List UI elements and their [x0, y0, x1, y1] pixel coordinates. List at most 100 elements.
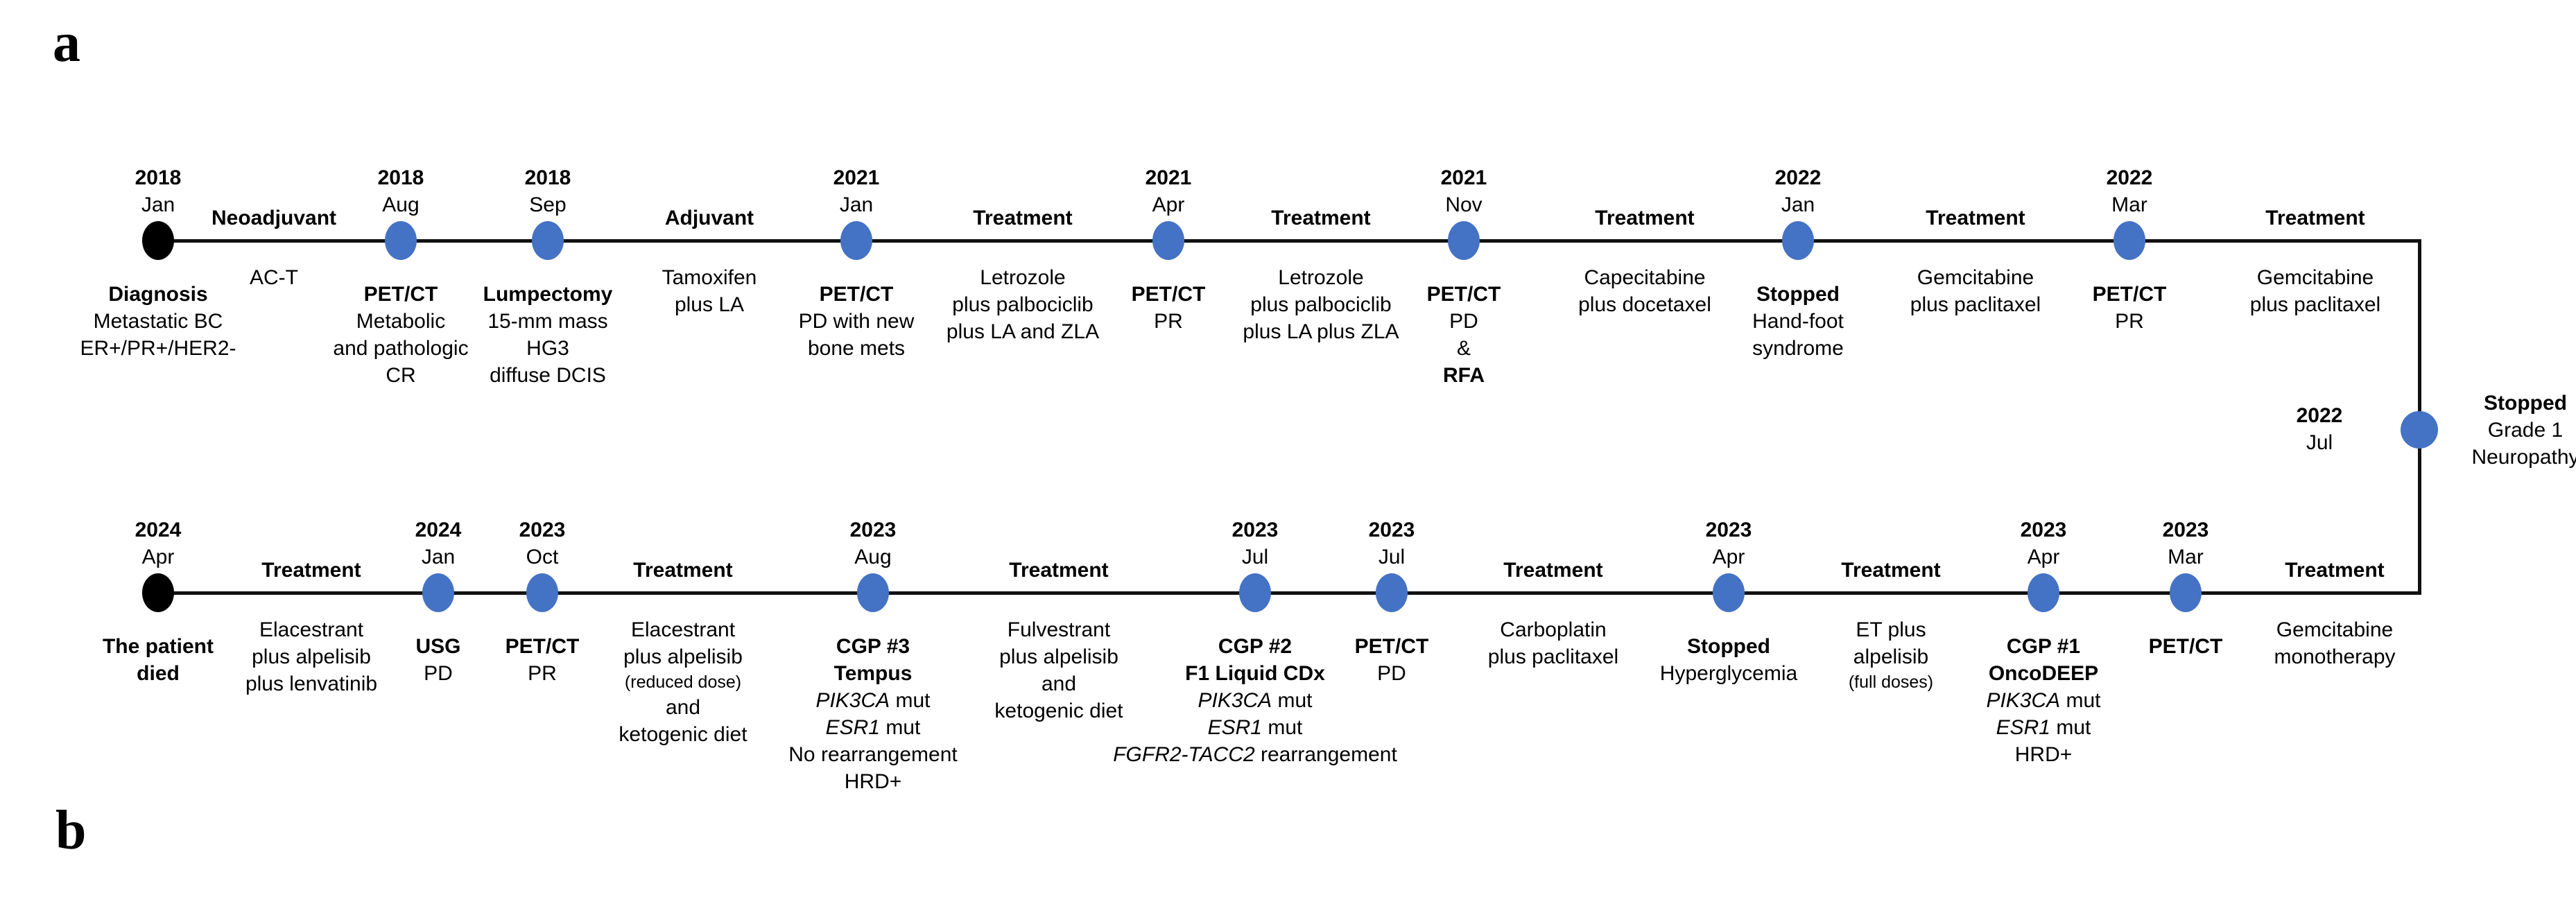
label-text: RFA: [1443, 364, 1485, 387]
label-text: Tempus: [833, 662, 913, 685]
event-description-line: syndrome: [1694, 335, 1902, 362]
event-year: 2023: [1308, 516, 1475, 544]
event-description-line: Letrozole: [1196, 264, 1446, 291]
event-description-line: Metabolic: [297, 308, 505, 335]
event-description-line: USG: [355, 633, 521, 660]
event-description-line: plus LA: [605, 291, 813, 318]
label-text: PET/CT: [2148, 635, 2223, 658]
panel-label-b: b: [55, 800, 87, 861]
label-text: The patient: [102, 635, 214, 658]
label-text: HRD+: [844, 770, 902, 793]
event-marker-dot: [2113, 221, 2145, 260]
label-text: PD: [1449, 310, 1478, 333]
label-text: plus palbociclib: [1250, 293, 1392, 316]
label-text: Stopped: [1687, 635, 1770, 658]
event-marker-dot: [1782, 221, 1814, 260]
event-description-line: PD with new: [752, 308, 960, 335]
event-description-line: Stopped: [2449, 390, 2576, 417]
event-description-line: plus lenvatinib: [200, 670, 422, 697]
event-description-line: plus paclitaxel: [1442, 643, 1664, 670]
label-text: mut: [890, 689, 931, 712]
event-description-line: plus paclitaxel: [2204, 291, 2426, 318]
event-description-line: alpelisib: [1801, 643, 1981, 670]
label-text: Oct: [526, 546, 559, 568]
label-text: PET/CT: [2092, 283, 2167, 306]
gene-name-text: FGFR2-TACC2: [1113, 743, 1255, 766]
label-text: plus LA and ZLA: [946, 320, 1100, 343]
label-text: syndrome: [1752, 337, 1844, 360]
interval-label: Treatment: [1595, 207, 1695, 229]
event-marker-dot: [2170, 573, 2202, 612]
event-month: Mar: [2039, 191, 2220, 218]
label-text: Apr: [1152, 193, 1185, 216]
label-text: PET/CT: [819, 283, 894, 306]
event-month: Oct: [459, 544, 625, 571]
event-description-line: HRD+: [1926, 741, 2161, 768]
event-description-line: Neuropathy: [2449, 444, 2576, 471]
event-description-line: ESR1 mut: [1061, 714, 1449, 741]
label-text: ketogenic diet: [994, 699, 1123, 722]
label-text: Jul: [2306, 431, 2333, 454]
panel-label-a: a: [53, 12, 80, 73]
event-description-line: and pathologic: [297, 335, 505, 362]
event-description: AC-T: [170, 264, 378, 291]
label-text: and: [1041, 672, 1077, 695]
label-text: 2023: [2020, 519, 2067, 541]
label-text: Metastatic BC: [93, 310, 223, 333]
label-text: Sep: [529, 193, 567, 216]
event-year: 2022: [1694, 164, 1902, 191]
label-text: Gemcitabine: [1917, 266, 2034, 289]
gene-name-text: PIK3CA: [1198, 689, 1272, 712]
label-text: PET/CT: [363, 283, 438, 306]
event-marker-dot: [532, 221, 564, 260]
label-text: 2022: [1774, 166, 1822, 189]
event-description-line: OncoDEEP: [1926, 660, 2161, 687]
event-year: 2021: [1374, 164, 1554, 191]
label-text: Jan: [421, 546, 456, 568]
label-text: PET/CT: [1131, 283, 1206, 306]
label-text: monotherapy: [2274, 645, 2396, 668]
event-description-line: and: [572, 694, 794, 721]
event-marker-dot: [385, 221, 417, 260]
label-text: Hyperglycemia: [1659, 662, 1798, 685]
label-text: Apr: [2027, 546, 2060, 568]
event-month: Jan: [752, 191, 960, 218]
label-text: Diagnosis: [108, 283, 208, 306]
event-description-line: ESR1 mut: [1926, 714, 2161, 741]
event-marker-dot: [142, 221, 174, 260]
event-description-line: Gemcitabine: [2204, 264, 2426, 291]
gene-name-text: ESR1: [825, 716, 880, 739]
event-year: 2023: [727, 516, 1019, 544]
label-text: (reduced dose): [624, 672, 742, 692]
event-year: 2022: [2250, 402, 2389, 429]
label-text: 2024: [135, 519, 182, 541]
event-description-line: FGFR2-TACC2 rearrangement: [1061, 741, 1449, 768]
label-text: diffuse DCIS: [490, 364, 606, 387]
label-text: plus docetaxel: [1578, 293, 1711, 316]
event-month: Aug: [727, 544, 1019, 571]
label-text: 2018: [377, 166, 424, 189]
event-description-line: Stopped: [1618, 633, 1840, 660]
